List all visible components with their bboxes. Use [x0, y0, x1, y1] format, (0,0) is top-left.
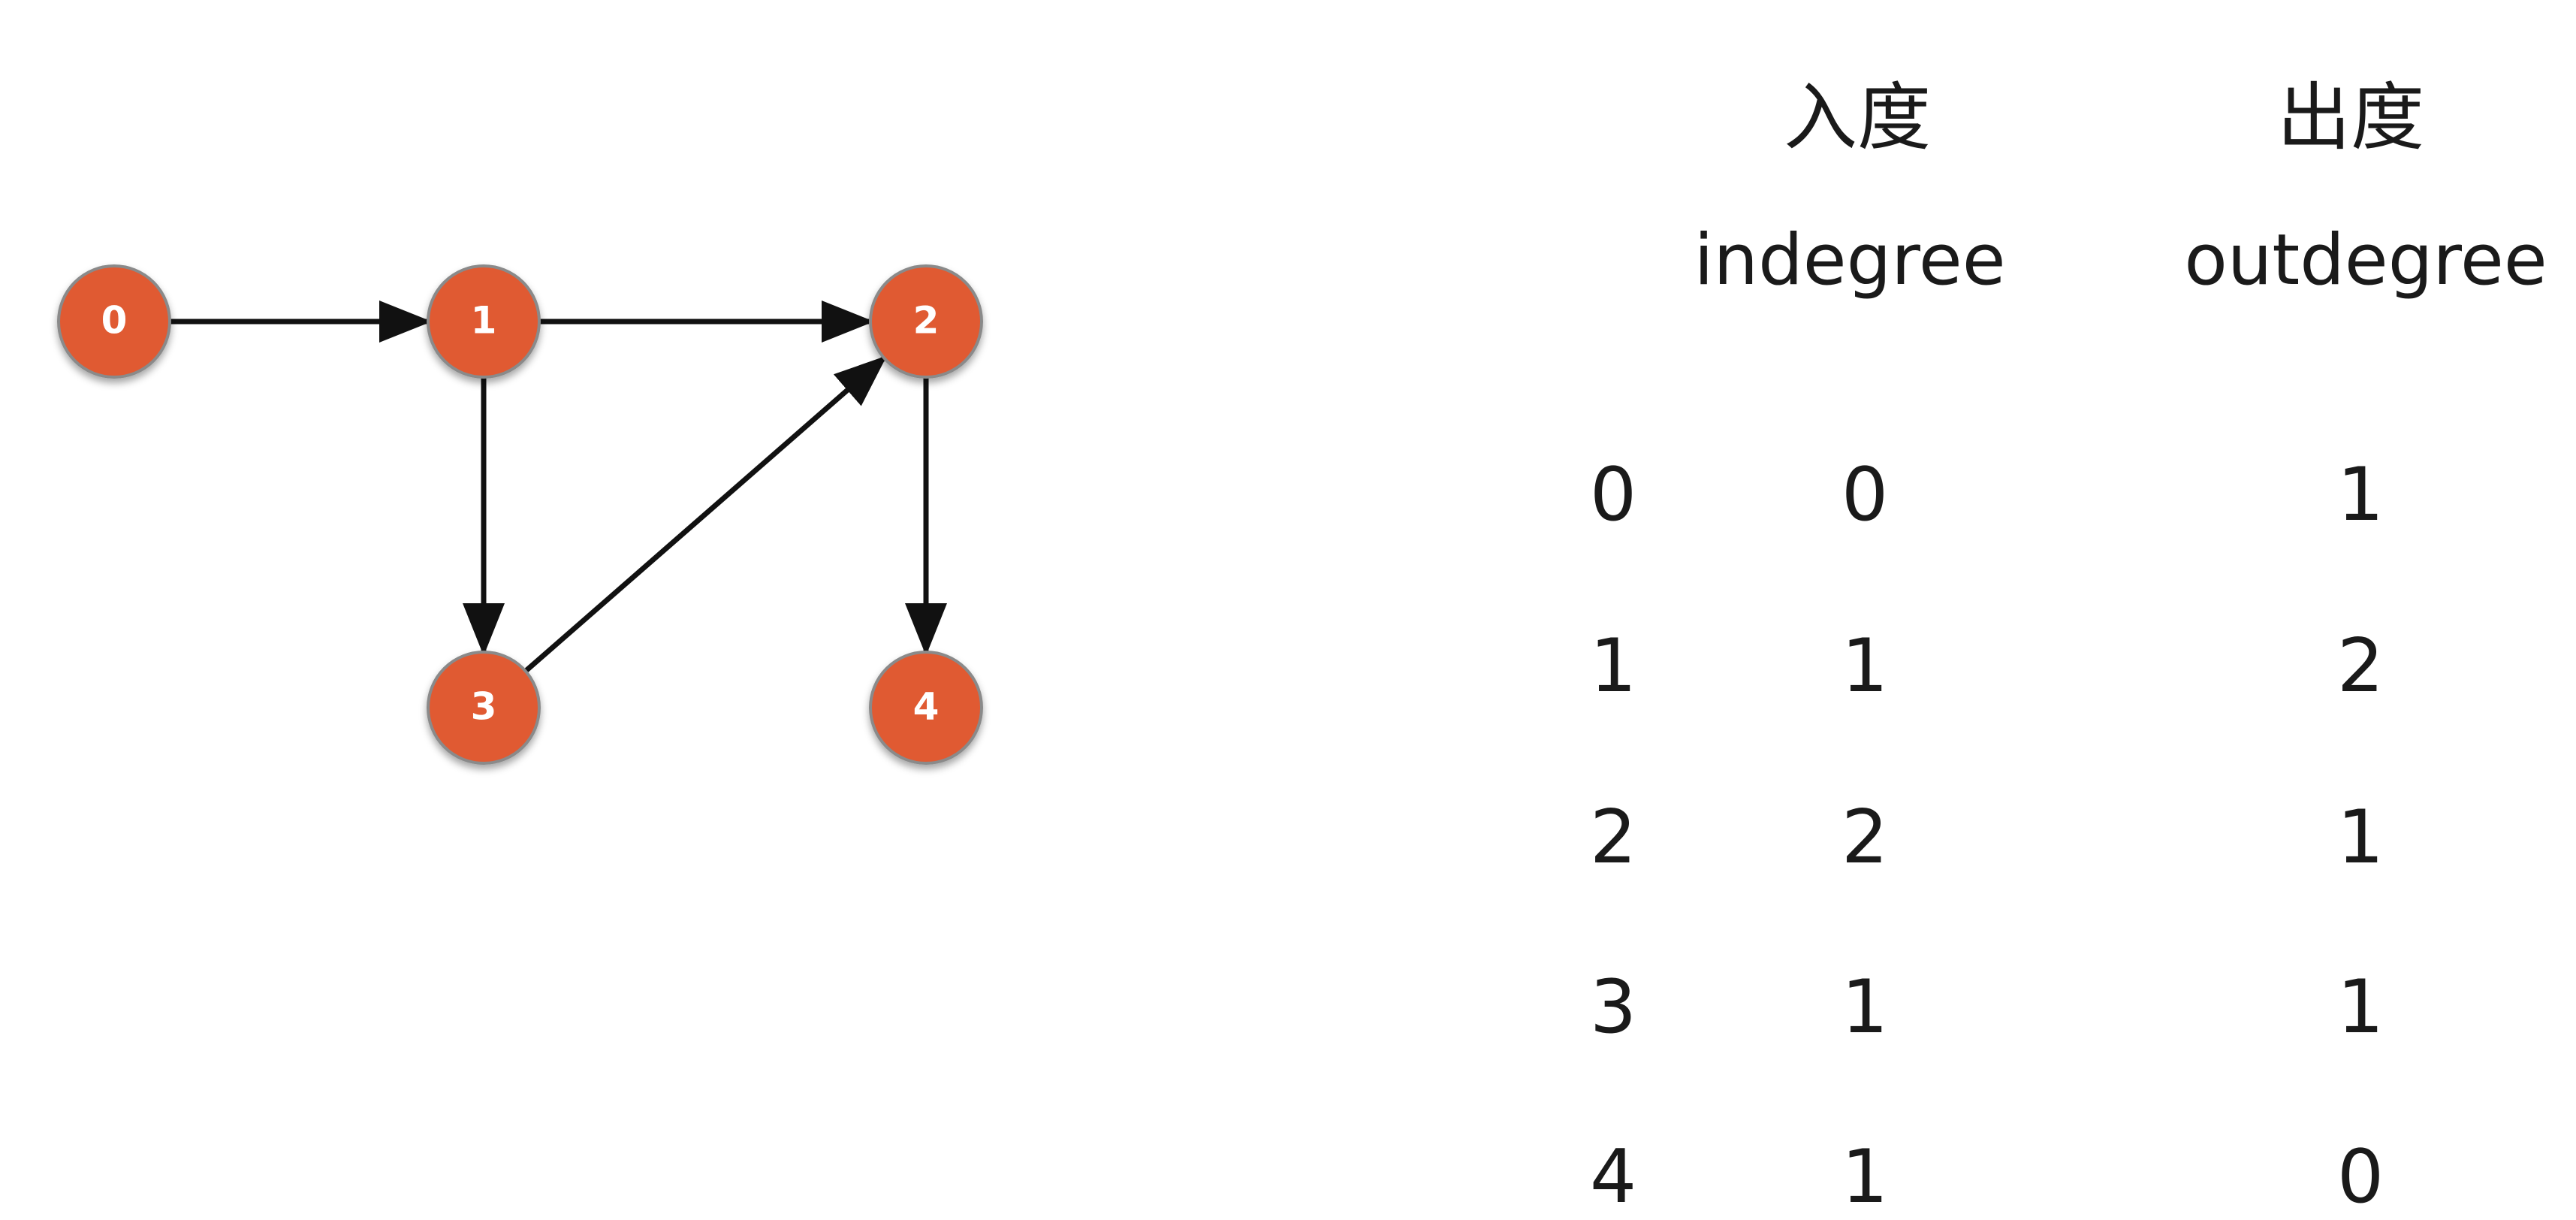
node-circle-2 [869, 264, 983, 379]
edges-layer [170, 300, 947, 673]
table-cell-indegree-2: 2 [1841, 795, 1889, 880]
indegree-header-cn: 入度 [1783, 75, 1932, 161]
outdegree-header-en: outdegree [2184, 219, 2547, 301]
node-circle-1 [427, 264, 541, 379]
edge-3-to-2 [523, 355, 888, 673]
nodes-layer: 0 1 2 3 4 [57, 264, 983, 765]
graph-node-2: 2 [869, 264, 983, 379]
outdegree-header-cn: 出度 [2276, 75, 2425, 161]
node-label-4: 4 [913, 685, 940, 729]
node-label-1: 1 [471, 299, 497, 343]
directed-graph: 0 1 2 3 4 [57, 264, 983, 765]
table-cell-indegree-4: 1 [1841, 1134, 1889, 1220]
table-cell-vertex-3: 3 [1589, 965, 1637, 1050]
node-label-0: 0 [101, 299, 128, 343]
graph-node-3: 3 [427, 651, 541, 765]
table-cell-vertex-4: 4 [1589, 1134, 1637, 1220]
table-cell-outdegree-0: 1 [2336, 452, 2384, 538]
table-cell-vertex-2: 2 [1589, 795, 1637, 880]
graph-node-0: 0 [57, 264, 171, 379]
table-cell-indegree-0: 0 [1841, 452, 1889, 538]
indegree-header-en: indegree [1694, 219, 2006, 301]
table-cell-vertex-0: 0 [1589, 452, 1637, 538]
table-cell-indegree-3: 1 [1841, 965, 1889, 1050]
table-cell-vertex-1: 1 [1589, 624, 1637, 709]
node-label-3: 3 [471, 685, 497, 729]
table-cell-outdegree-4: 0 [2336, 1134, 2384, 1220]
graph-node-1: 1 [427, 264, 541, 379]
node-circle-0 [57, 264, 171, 379]
table-cell-outdegree-3: 1 [2336, 965, 2384, 1050]
table-cell-indegree-1: 1 [1841, 624, 1889, 709]
table-cell-outdegree-2: 1 [2336, 795, 2384, 880]
node-circle-3 [427, 651, 541, 765]
node-label-2: 2 [913, 299, 940, 343]
table-cell-outdegree-1: 2 [2336, 624, 2384, 709]
graph-node-4: 4 [869, 651, 983, 765]
node-circle-4 [869, 651, 983, 765]
